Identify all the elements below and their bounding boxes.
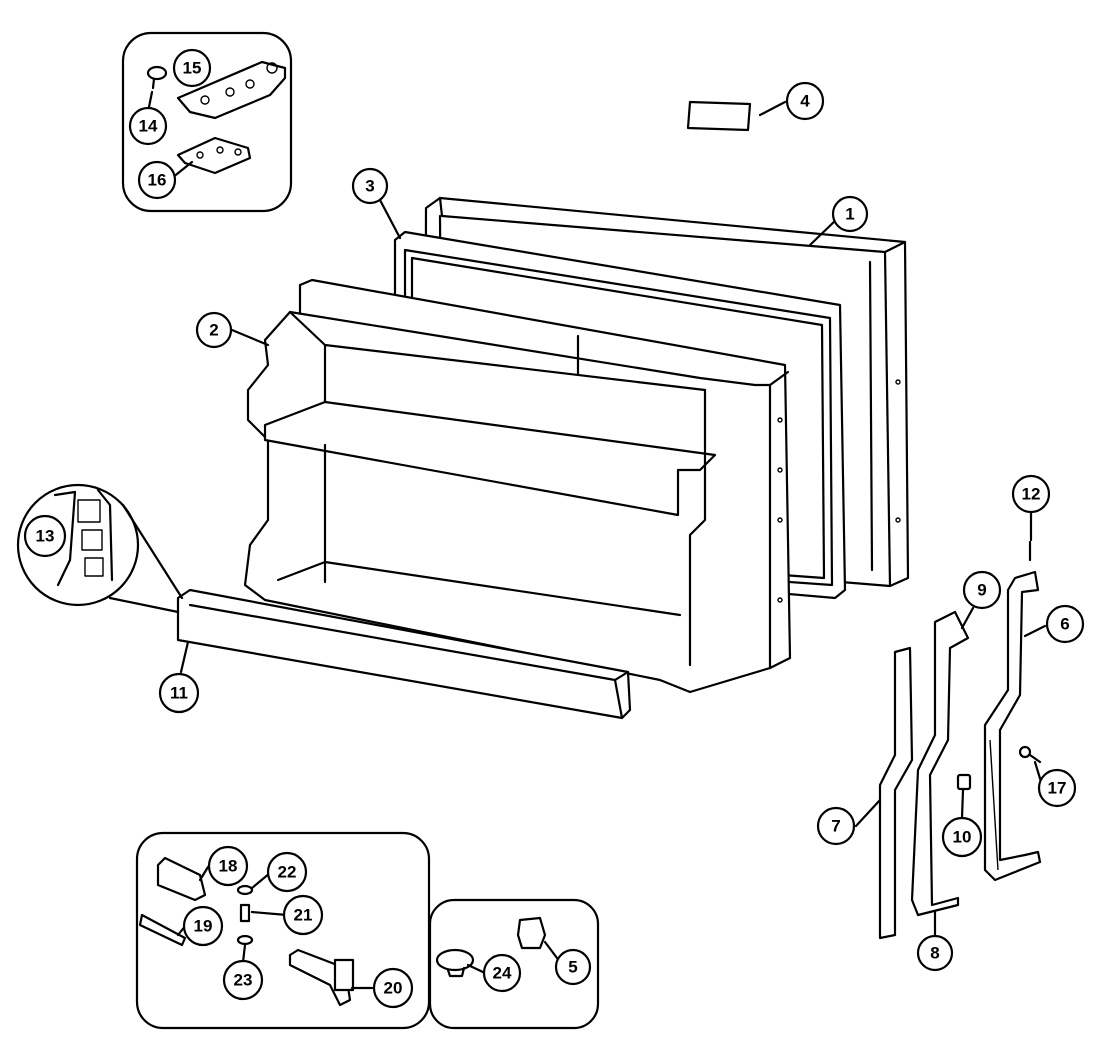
cap-inset [428,898,600,1030]
svg-text:21: 21 [294,906,313,925]
part-20-latch [288,948,355,1007]
callout-20: 20 [372,967,414,1009]
svg-text:17: 17 [1048,779,1067,798]
part-15-hinge-plate [176,60,287,120]
callouts: 1 2 3 4 5 6 7 8 9 10 11 12 13 14 15 16 1… [23,48,1085,1009]
part-16-shim-plate [176,136,252,175]
svg-text:3: 3 [365,177,374,196]
callout-12: 12 [1011,474,1051,514]
svg-text:11: 11 [170,684,188,703]
svg-text:5: 5 [568,958,577,977]
hinge-inset [121,31,293,213]
svg-text:23: 23 [234,971,253,990]
callout-2: 2 [195,311,233,349]
svg-text:18: 18 [219,857,238,876]
callout-6: 6 [1045,604,1085,644]
svg-text:4: 4 [800,92,810,111]
svg-text:8: 8 [930,944,939,963]
callout-10: 10 [941,816,983,858]
callout-14: 14 [128,106,168,146]
callout-22: 22 [266,851,308,893]
handle-inset [135,831,431,1030]
callout-9: 9 [962,570,1002,610]
svg-text:9: 9 [977,581,986,600]
callout-4: 4 [785,81,825,121]
part-17-screw [1018,745,1042,764]
part-5-plug [516,916,547,950]
callout-13: 13 [23,514,67,558]
callout-17: 17 [1037,768,1077,808]
callout-7: 7 [816,806,856,846]
part-10-clip [956,773,972,791]
callout-21: 21 [282,894,324,936]
svg-text:10: 10 [953,828,972,847]
svg-text:15: 15 [183,59,202,78]
part-2-inner-door-liner [243,278,792,694]
callout-15: 15 [172,48,212,88]
callout-24: 24 [482,953,522,993]
callout-1: 1 [831,195,869,233]
svg-text:14: 14 [139,117,158,136]
callout-3: 3 [351,167,389,205]
svg-text:20: 20 [384,979,403,998]
part-24-cap [435,948,475,978]
part-21-22-23-washers [236,884,254,946]
callout-18: 18 [207,845,249,887]
svg-text:16: 16 [148,171,167,190]
svg-text:2: 2 [209,321,218,340]
part-4-label [686,100,752,132]
callout-19: 19 [182,905,224,947]
part-6-bracket [983,570,1042,882]
svg-text:13: 13 [36,527,55,546]
svg-text:24: 24 [493,964,512,983]
svg-text:12: 12 [1022,485,1041,504]
part-11-bottom-rail [176,588,632,720]
part-18-bracket [156,856,207,902]
svg-text:7: 7 [831,817,840,836]
callout-16: 16 [137,160,177,200]
svg-text:1: 1 [845,205,854,224]
callout-23: 23 [222,959,264,1001]
part-14-cap [146,65,168,90]
part-13-zoom-detail [16,483,184,614]
svg-text:22: 22 [278,863,297,882]
svg-text:19: 19 [194,917,213,936]
callout-5: 5 [554,948,592,986]
svg-text:6: 6 [1060,615,1069,634]
callout-11: 11 [158,672,200,714]
part-8-9-bracket [910,610,970,917]
part-19-spring [138,913,187,947]
callout-8: 8 [916,934,954,972]
part-7-strip [878,646,914,940]
